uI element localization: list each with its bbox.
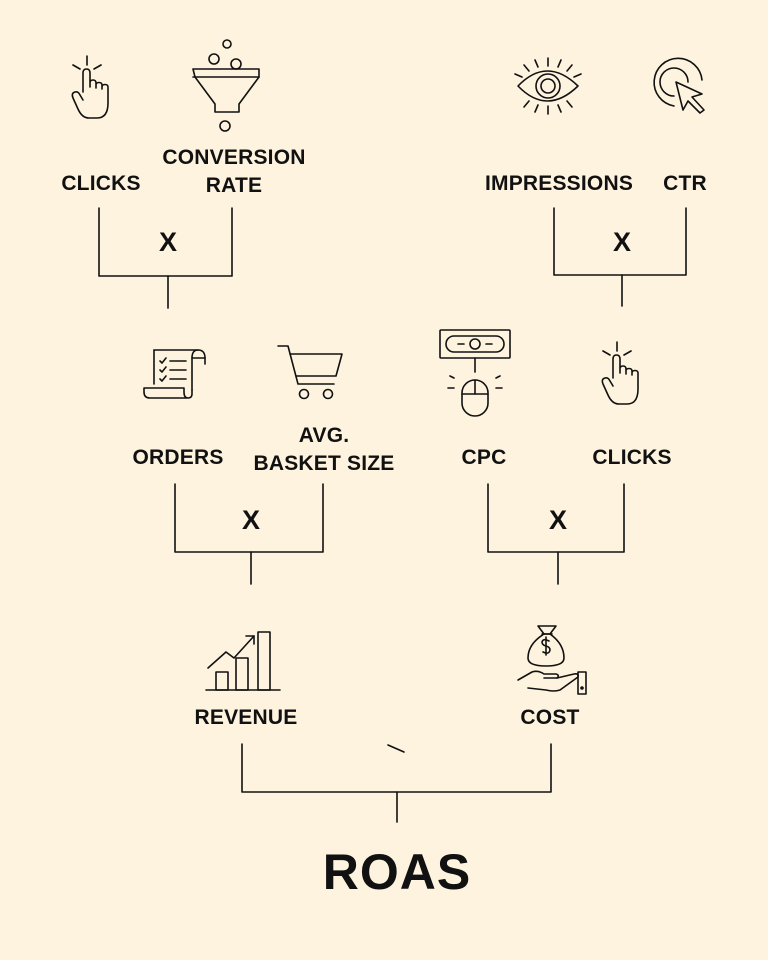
result-title: ROAS	[322, 844, 472, 900]
money-mouse-icon	[439, 329, 511, 417]
funnel-icon	[192, 39, 260, 132]
label-conversion-rate: CONVERSION RATE	[162, 144, 305, 200]
eye-icon	[514, 57, 582, 115]
multiply-operator: X	[612, 227, 632, 257]
pointer-click-icon	[601, 341, 639, 405]
multiply-operator: X	[158, 227, 178, 257]
label-cpc: CPC	[461, 446, 507, 469]
label-clicks-mid: CLICKS	[592, 446, 672, 469]
shopping-cart-icon	[277, 345, 343, 400]
multiply-operator: X	[548, 505, 568, 535]
label-orders: ORDERS	[132, 446, 224, 469]
label-impressions: IMPRESSIONS	[484, 172, 634, 195]
bracket-mid-left	[174, 483, 324, 585]
label-conversion-rate-line1: CONVERSION	[162, 146, 306, 169]
growth-chart-icon	[205, 631, 281, 691]
bracket-mid-right	[487, 483, 625, 585]
label-ctr: CTR	[663, 172, 707, 195]
label-revenue: REVENUE	[194, 706, 298, 729]
money-bag-hand-icon	[517, 625, 587, 695]
label-avg-basket-size: AVG. BASKET SIZE	[253, 422, 394, 478]
receipt-list-icon	[143, 349, 206, 399]
bracket-top-right	[553, 207, 687, 307]
label-cost: COST	[520, 706, 580, 729]
divide-slash	[387, 744, 405, 753]
label-avg-basket-size-line1: AVG.	[298, 424, 350, 447]
label-conversion-rate-line2: RATE	[205, 174, 263, 197]
multiply-operator: X	[241, 505, 261, 535]
label-clicks-top: CLICKS	[61, 172, 141, 195]
cursor-click-icon	[653, 57, 705, 114]
bracket-bottom	[241, 743, 552, 823]
pointer-click-icon	[71, 55, 109, 119]
bracket-top-left	[98, 207, 233, 309]
label-avg-basket-size-line2: BASKET SIZE	[253, 452, 395, 475]
